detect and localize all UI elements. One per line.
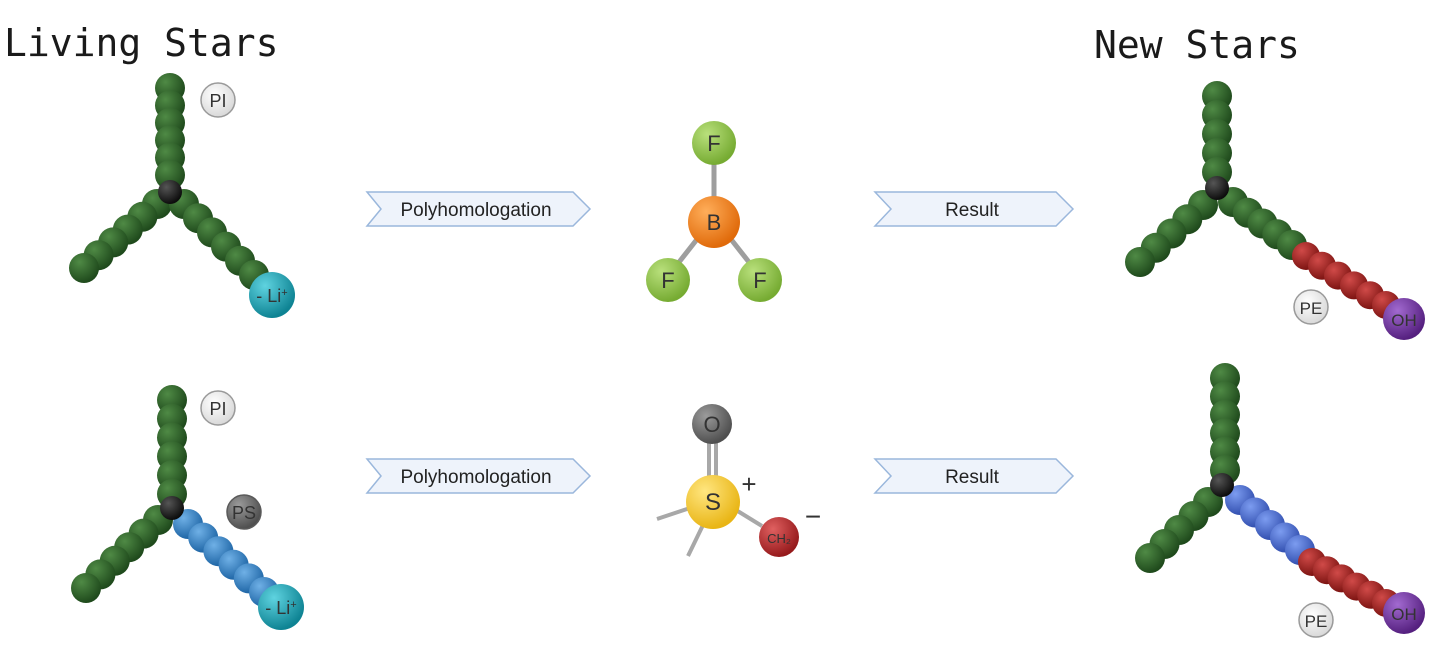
arrow-result-bottom: Result — [873, 458, 1075, 494]
pi-arm-up — [157, 385, 187, 509]
pi-arm-up — [155, 73, 185, 190]
arrow-polyhomologation-top: Polyhomologation — [365, 191, 592, 227]
pi-arm-left-bead — [71, 573, 101, 603]
svg-text:Result: Result — [945, 467, 1000, 488]
badge-pe-bottom: PE — [1298, 602, 1334, 638]
pi-arm-up-bead — [155, 160, 185, 190]
svg-text:OH: OH — [1391, 311, 1417, 330]
boron-atom: B — [688, 196, 740, 248]
svg-text:F: F — [753, 268, 766, 293]
svg-text:PS: PS — [232, 503, 256, 523]
pi-arm-up — [1202, 81, 1232, 187]
pe-blue-arm — [1225, 485, 1315, 565]
svg-text:S: S — [705, 489, 721, 516]
oh-end-group-top: OH — [1383, 298, 1425, 340]
star-core-bottom-left — [160, 496, 184, 520]
negative-charge: − — [805, 501, 821, 532]
badge-ps: PS — [226, 494, 262, 530]
svg-text:F: F — [707, 131, 720, 156]
svg-text:F: F — [661, 268, 674, 293]
pi-arm-left — [69, 189, 172, 283]
sulfur-ylide-molecule: O S + CH₂ − — [656, 404, 821, 557]
pi-arm-left — [1135, 487, 1223, 573]
arrow-polyhomologation-bottom: Polyhomologation — [365, 458, 592, 494]
svg-text:- Li+: - Li+ — [265, 598, 296, 618]
bf3-molecule: F B F F — [646, 121, 782, 302]
svg-text:Polyhomologation: Polyhomologation — [400, 200, 551, 221]
title-new-stars: New Stars — [1094, 23, 1300, 67]
svg-text:O: O — [703, 412, 720, 437]
svg-text:PE: PE — [1300, 299, 1323, 318]
polymer-chains — [69, 73, 1400, 617]
pi-arm-left-bead — [1125, 247, 1155, 277]
pi-arm-up — [1210, 363, 1240, 485]
pi-arm-left-bead — [1135, 543, 1165, 573]
badge-pi-bottom: PI — [200, 390, 236, 426]
ps-arm — [173, 509, 279, 607]
ch2-group: CH₂ — [759, 517, 799, 557]
fluorine-atom-right: F — [738, 258, 782, 302]
pi-arm-left — [1125, 190, 1218, 277]
star-core-bottom-right — [1210, 473, 1234, 497]
svg-text:PI: PI — [209, 399, 226, 419]
svg-text:B: B — [707, 210, 722, 235]
svg-text:- Li+: - Li+ — [256, 286, 287, 306]
positive-charge: + — [741, 469, 756, 499]
oh-end-group-bottom: OH — [1383, 592, 1425, 634]
arrow-result-top: Result — [873, 191, 1075, 227]
svg-text:CH₂: CH₂ — [767, 531, 791, 546]
pi-arm-left-bead — [69, 253, 99, 283]
oxygen-atom: O — [692, 404, 732, 444]
pi-arm-right — [1218, 187, 1307, 260]
li-end-group-bottom: - Li+ — [258, 584, 304, 630]
pi-arm-left — [71, 505, 173, 603]
svg-text:OH: OH — [1391, 605, 1417, 624]
pi-arm-right — [169, 189, 269, 290]
svg-text:PI: PI — [209, 91, 226, 111]
sulfur-atom: S — [686, 475, 740, 529]
fluorine-atom-left: F — [646, 258, 690, 302]
badge-pi-top: PI — [200, 82, 236, 118]
svg-text:Result: Result — [945, 200, 1000, 221]
svg-text:PE: PE — [1305, 612, 1328, 631]
star-core-top-right — [1205, 176, 1229, 200]
fluorine-atom-top: F — [692, 121, 736, 165]
star-core-top-left — [158, 180, 182, 204]
title-living-stars: Living Stars — [4, 21, 279, 65]
svg-text:Polyhomologation: Polyhomologation — [400, 467, 551, 488]
li-end-group-top: - Li+ — [249, 272, 295, 318]
badge-pe-top: PE — [1293, 289, 1329, 325]
